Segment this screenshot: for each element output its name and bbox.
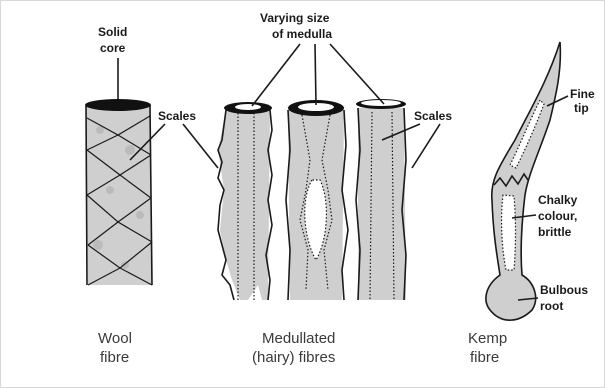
chalky-label-3: brittle (538, 225, 572, 239)
medullated-caption-2: (hairy) fibres (252, 349, 335, 366)
fine-tip-label-2: tip (574, 101, 589, 115)
medullated-fibre-1 (218, 102, 272, 300)
bulbous-label-2: root (540, 299, 563, 313)
kemp-fibre (486, 42, 560, 320)
solid-core-label-1: Solid (98, 25, 127, 39)
solid-core-label-2: core (100, 41, 126, 55)
scales-label-left: Scales (158, 109, 196, 123)
chalky-label-2: colour, (538, 209, 577, 223)
chalky-label-1: Chalky (538, 193, 578, 207)
kemp-caption-1: Kemp (468, 330, 507, 347)
wool-caption-1: Wool (98, 330, 132, 347)
medulla-label-2: of medulla (272, 27, 332, 41)
kemp-caption-2: fibre (470, 349, 499, 366)
wool-fibre (85, 58, 152, 285)
medulla-label-1: Varying size (260, 11, 330, 25)
medullated-caption-1: Medullated (262, 330, 335, 347)
bulbous-label-1: Bulbous (540, 283, 588, 297)
fine-tip-label-1: Fine (570, 87, 595, 101)
scales-label-right: Scales (414, 109, 452, 123)
wool-caption-2: fibre (100, 349, 129, 366)
medullated-fibre-3 (356, 99, 406, 300)
medullated-fibre-2 (286, 100, 348, 300)
